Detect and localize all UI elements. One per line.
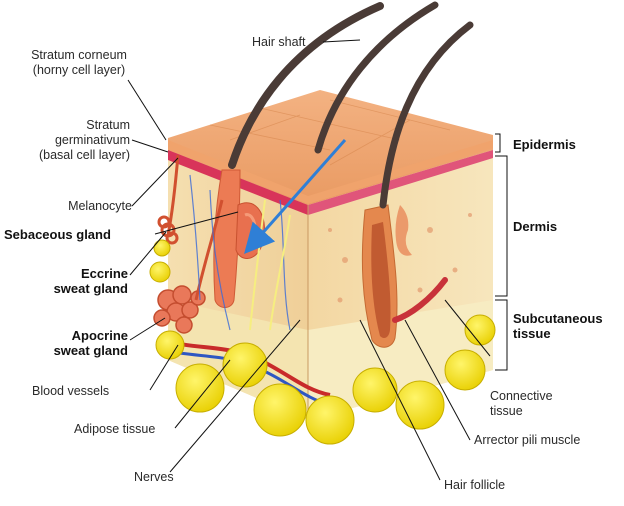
label-connective-tissue: Connective tissue — [490, 389, 553, 418]
label-adipose-tissue: Adipose tissue — [74, 422, 156, 436]
label-melanocyte: Melanocyte — [68, 199, 132, 213]
label-nerves: Nerves — [134, 470, 174, 484]
hair-shaft-2 — [314, 1, 439, 154]
label-sebaceous-gland: Sebaceous gland — [4, 227, 111, 242]
arrector-pili-muscle — [392, 277, 448, 323]
hair-shaft-3 — [379, 21, 474, 209]
label-blood-vessels: Blood vessels — [32, 384, 110, 398]
label-stratum-germinativum: Stratum germinativum (basal cell layer) — [38, 118, 130, 162]
side-gland-cluster — [395, 205, 412, 256]
label-apocrine-sweat-gland: Apocrine sweat gland — [53, 328, 128, 358]
hair-shaft-1 — [228, 2, 384, 169]
label-stratum-corneum: Stratum corneum (horny cell layer) — [31, 48, 127, 77]
label-eccrine-sweat-gland: Eccrine sweat gland — [53, 266, 128, 296]
basal-layer-side — [308, 150, 493, 215]
label-dermis: Dermis — [513, 219, 558, 234]
label-arrector-pili-muscle: Arrector pili muscle — [474, 433, 581, 447]
label-subcutaneous-tissue: Subcutaneous tissue — [513, 311, 603, 341]
leader-lines — [127, 39, 508, 481]
nerve-fibers — [249, 199, 291, 331]
eccrine-gland-coil — [157, 154, 180, 245]
label-hair-shaft: Hair shaft — [252, 35, 306, 49]
apocrine-gland-coil — [153, 285, 206, 334]
pointer-arrow — [244, 139, 347, 254]
label-hair-follicle: Hair follicle — [444, 478, 506, 492]
label-epidermis: Epidermis — [513, 137, 576, 152]
